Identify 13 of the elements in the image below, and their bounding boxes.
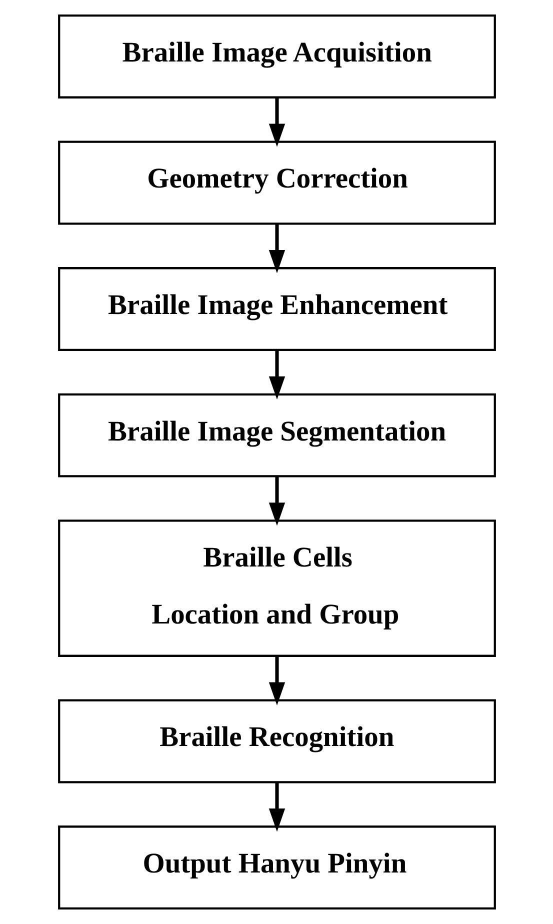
node-box: Geometry Correction bbox=[58, 140, 496, 225]
arrow bbox=[268, 350, 285, 400]
node-box: Braille Image Acquisition bbox=[58, 14, 496, 98]
arrow bbox=[268, 224, 285, 274]
node-box: Braille Image Enhancement bbox=[58, 267, 496, 352]
arrow bbox=[268, 98, 285, 147]
node-box: Braille Recognition bbox=[58, 699, 496, 784]
arrow bbox=[268, 782, 285, 832]
arrow bbox=[268, 656, 285, 706]
node-box: Braille Cells Location and Group bbox=[58, 520, 496, 657]
node-box: Braille Image Segmentation bbox=[58, 393, 496, 478]
arrow bbox=[268, 476, 285, 526]
node-box: Output Hanyu Pinyin bbox=[58, 826, 496, 910]
